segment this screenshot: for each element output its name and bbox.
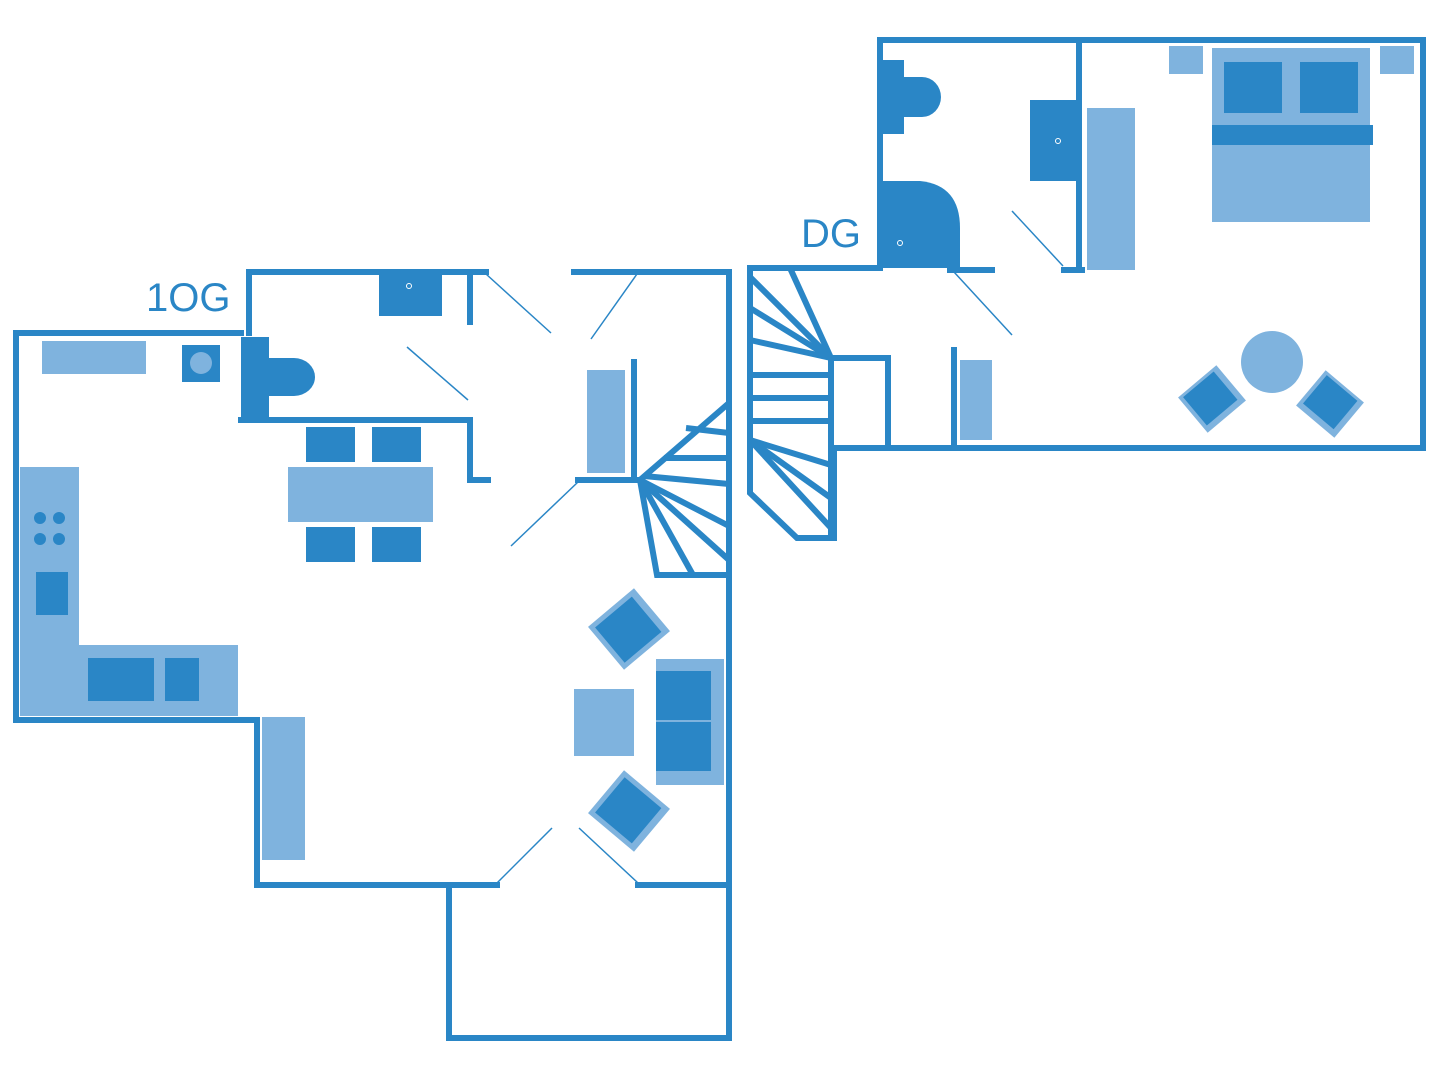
wall-bath-bottom (238, 417, 491, 483)
stair-step (643, 473, 730, 487)
stair-step (637, 477, 732, 563)
nightstand (1169, 46, 1203, 74)
washbasin (379, 272, 442, 316)
wardrobe (587, 370, 625, 473)
stair-step (638, 477, 731, 529)
wall-bath-top (246, 269, 489, 336)
stair-step (637, 478, 696, 577)
doors-1og (406, 273, 639, 884)
cooktop-burner (34, 533, 46, 545)
armchair-seat (595, 596, 662, 663)
armchair-seat (595, 777, 662, 844)
washbasin (1030, 100, 1079, 181)
armchair-seat (1183, 371, 1238, 426)
dishwasher (165, 658, 199, 701)
cooktop-burner (53, 512, 65, 524)
shower (880, 181, 960, 268)
floor-label-1og: 1OG (146, 276, 230, 320)
stair-step (748, 437, 833, 501)
toilet-bowl (269, 358, 315, 396)
staircase-dg (747, 266, 834, 538)
stair-step (685, 425, 730, 436)
round-table (1241, 331, 1303, 393)
armchair (1296, 370, 1364, 438)
stair-step (749, 337, 832, 361)
stair-stringer (787, 266, 834, 360)
coffee-table (574, 689, 634, 756)
wardrobe (1087, 108, 1135, 270)
stair-step (747, 274, 834, 361)
nightstand (1380, 46, 1414, 74)
shelf (960, 360, 992, 440)
kitchen-counter (20, 467, 238, 716)
dining-chair (372, 427, 421, 462)
stair-step (748, 305, 833, 361)
dining-chair (372, 527, 421, 562)
cooktop-burner (53, 533, 65, 545)
wall-balcony (446, 882, 732, 1041)
sideboard (262, 717, 305, 860)
door-swing (406, 346, 469, 401)
kitchen-shelf (42, 341, 146, 374)
door-swing (953, 271, 1013, 336)
armchair (1178, 365, 1246, 433)
drain-icon (406, 283, 412, 289)
toilet-bowl (904, 77, 941, 117)
door-swing (590, 273, 638, 340)
armchair (588, 770, 670, 852)
dining-table (288, 467, 433, 522)
stove-unit-circle (190, 352, 212, 374)
furniture-dg (880, 46, 1414, 440)
door-swing (510, 481, 579, 547)
door-swing (485, 273, 552, 334)
toilet-tank (880, 60, 904, 134)
sofa-cushion (656, 671, 711, 720)
door-swing (496, 827, 553, 884)
door-swing (578, 827, 639, 884)
cooktop-burner (34, 512, 46, 524)
dining-chair (306, 527, 355, 562)
wall-outer-west (13, 330, 500, 888)
drain-icon (897, 240, 903, 246)
door-swing (1011, 210, 1064, 267)
armchair-seat (1302, 375, 1358, 430)
sink (88, 658, 154, 701)
wall-closet (831, 355, 891, 448)
pillow (1300, 62, 1358, 113)
doors-dg (953, 210, 1064, 336)
floor-label-dg: DG (801, 212, 861, 256)
staircase-1og (636, 400, 732, 578)
dining-chair (306, 427, 355, 462)
armchair (588, 588, 670, 670)
stair-step (749, 437, 832, 468)
sofa-cushion (656, 722, 711, 771)
pillow (1224, 62, 1282, 113)
oven (36, 572, 68, 615)
drain-icon (1055, 138, 1061, 144)
wall-outer-east (571, 269, 732, 888)
bed-blanket-fold (1212, 125, 1373, 145)
stair-step (747, 437, 834, 531)
toilet-tank (241, 337, 269, 420)
furniture-1og (20, 272, 724, 860)
